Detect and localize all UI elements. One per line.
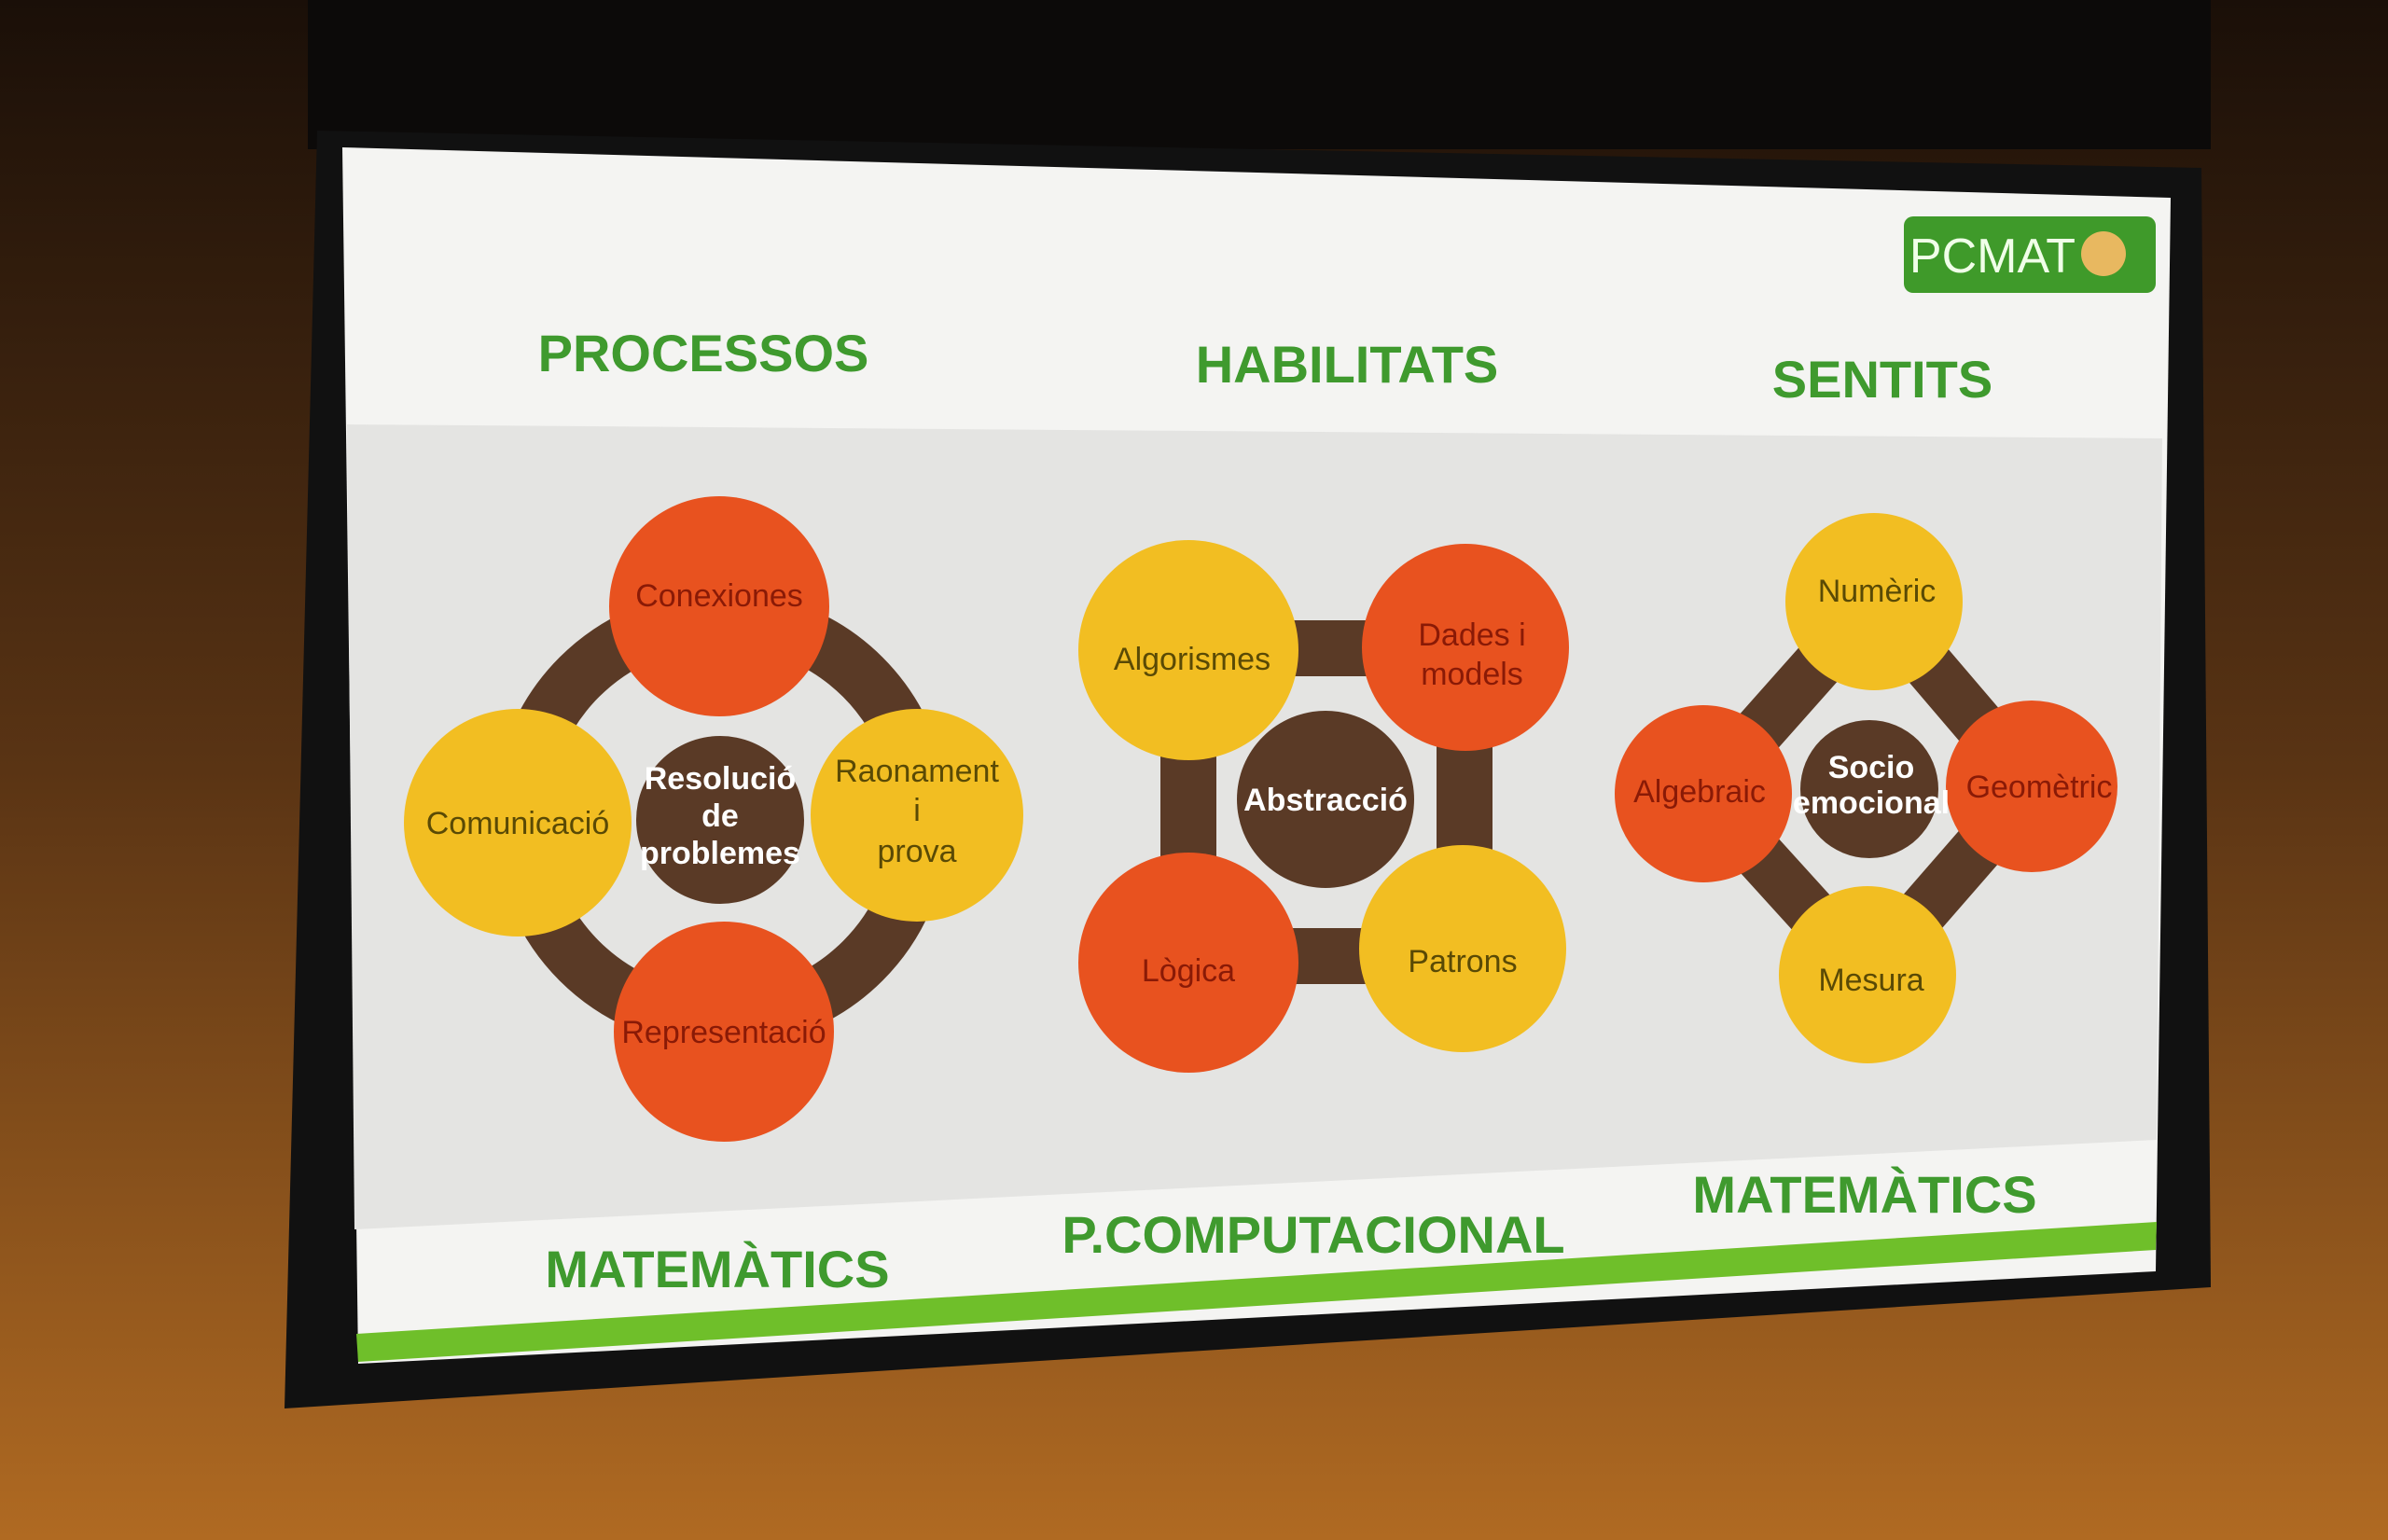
svg-text:Mesura: Mesura	[1818, 963, 1923, 998]
node-algebraic: Algebraic	[1615, 705, 1792, 882]
node-conexiones: Conexiones	[609, 496, 829, 716]
header-sentits: SENTITS	[1772, 350, 1992, 409]
connector-ring	[493, 590, 950, 1047]
svg-text:Algorismes: Algorismes	[1114, 642, 1270, 677]
svg-text:Representació: Representació	[621, 1015, 826, 1050]
node-algorismes: Algorismes	[1078, 540, 1298, 760]
svg-text:Conexiones: Conexiones	[635, 578, 803, 614]
svg-text:Patrons: Patrons	[1408, 944, 1517, 979]
footer-matematics-1: MATEMÀTICS	[545, 1240, 889, 1298]
header-habilitats: HABILITATS	[1196, 335, 1499, 394]
pcmat-logo: PCMAT	[1904, 216, 2156, 293]
svg-text:Abstracció: Abstracció	[1243, 783, 1408, 818]
node-geometric: Geomètric	[1946, 701, 2117, 872]
slide-green-stripe	[356, 1222, 2157, 1362]
logo-illustration-icon	[2081, 231, 2126, 276]
footer-matematics-2: MATEMÀTICS	[1692, 1165, 2036, 1224]
node-logica: Lògica	[1078, 853, 1298, 1073]
svg-text:Lògica: Lògica	[1142, 953, 1235, 989]
node-comunicacio: Comunicació	[404, 709, 632, 936]
connector-frame	[1160, 620, 1492, 984]
node-representacio: Representació	[614, 922, 834, 1142]
node-numeric: Numèric	[1785, 513, 1963, 690]
svg-text:Algebraic: Algebraic	[1633, 774, 1766, 810]
node-center-abstraccio: Abstracció	[1237, 711, 1414, 888]
svg-text:Numèric: Numèric	[1818, 574, 1937, 609]
logo-text: PCMAT	[1909, 229, 2076, 284]
svg-text:Comunicació: Comunicació	[426, 806, 610, 841]
footer-pcomputacional: P.COMPUTACIONAL	[1062, 1205, 1564, 1264]
header-processos: PROCESSOS	[538, 324, 869, 382]
screen-housing	[308, 0, 2211, 149]
diagram-sentits: Numèric Algebraic Geomètric Mesura Socio…	[1615, 513, 2117, 1063]
node-mesura: Mesura	[1779, 886, 1956, 1063]
svg-text:Geomètric: Geomètric	[1966, 770, 2113, 805]
node-patrons: Patrons	[1359, 845, 1566, 1052]
